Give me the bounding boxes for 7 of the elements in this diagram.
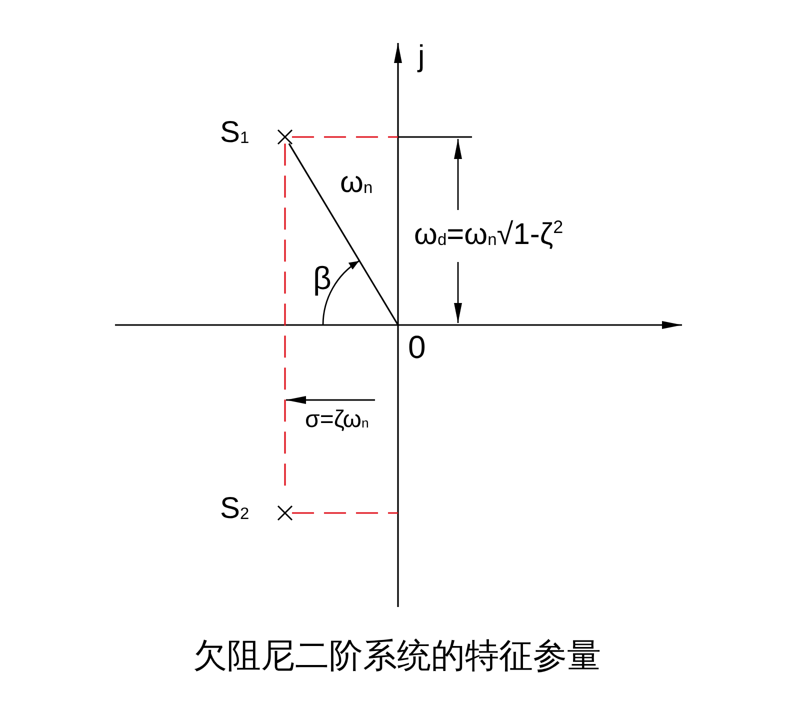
axis-label: j xyxy=(418,42,425,72)
pole-marker xyxy=(220,118,292,144)
caption: 欠阻尼二阶系统的特征参量 xyxy=(192,640,602,674)
angle-label: β xyxy=(313,262,332,294)
point-label: 0 xyxy=(408,331,426,363)
line xyxy=(288,143,399,326)
pole-marker xyxy=(220,494,292,520)
